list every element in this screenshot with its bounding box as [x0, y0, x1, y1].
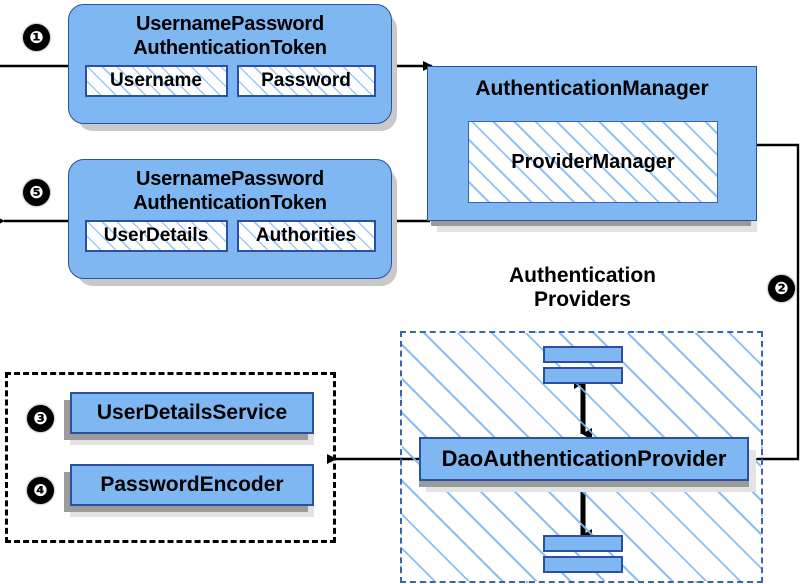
step-badge-2: ❷ [768, 275, 795, 302]
provider-manager-box[interactable]: ProviderManager [468, 121, 718, 203]
response-token-box[interactable]: UsernamePassword AuthenticationToken Use… [68, 159, 392, 279]
field-userdetails[interactable]: UserDetails [84, 220, 228, 252]
response-token-title: UsernamePassword AuthenticationToken [133, 168, 327, 214]
request-token-fields: Username Password [84, 65, 376, 97]
services-container [5, 372, 336, 543]
field-authorities[interactable]: Authorities [236, 220, 376, 252]
step-badge-1: ❶ [23, 24, 50, 51]
authentication-manager-title: AuthenticationManager [475, 77, 709, 100]
field-username[interactable]: Username [84, 65, 228, 97]
step-badge-3: ❸ [27, 405, 54, 432]
authentication-providers-label: Authentication Providers [509, 264, 656, 311]
provider-bar-below-2[interactable] [543, 556, 623, 573]
step-badge-5: ❺ [23, 179, 50, 206]
authentication-manager-box[interactable]: AuthenticationManager ProviderManager [427, 66, 757, 221]
provider-bar-below-1[interactable] [543, 535, 623, 552]
step-badge-4: ❹ [27, 477, 54, 504]
provider-bar-above-2[interactable] [543, 367, 623, 384]
userdetailsservice-box[interactable]: UserDetailsService [70, 392, 314, 434]
response-token-fields: UserDetails Authorities [84, 220, 376, 252]
dao-authentication-provider-box[interactable]: DaoAuthenticationProvider [419, 437, 749, 481]
request-token-title: UsernamePassword AuthenticationToken [133, 13, 327, 59]
request-token-box[interactable]: UsernamePassword AuthenticationToken Use… [68, 4, 392, 124]
field-password[interactable]: Password [236, 65, 376, 97]
provider-bar-above-1[interactable] [543, 346, 623, 363]
passwordencoder-box[interactable]: PasswordEncoder [70, 464, 314, 506]
